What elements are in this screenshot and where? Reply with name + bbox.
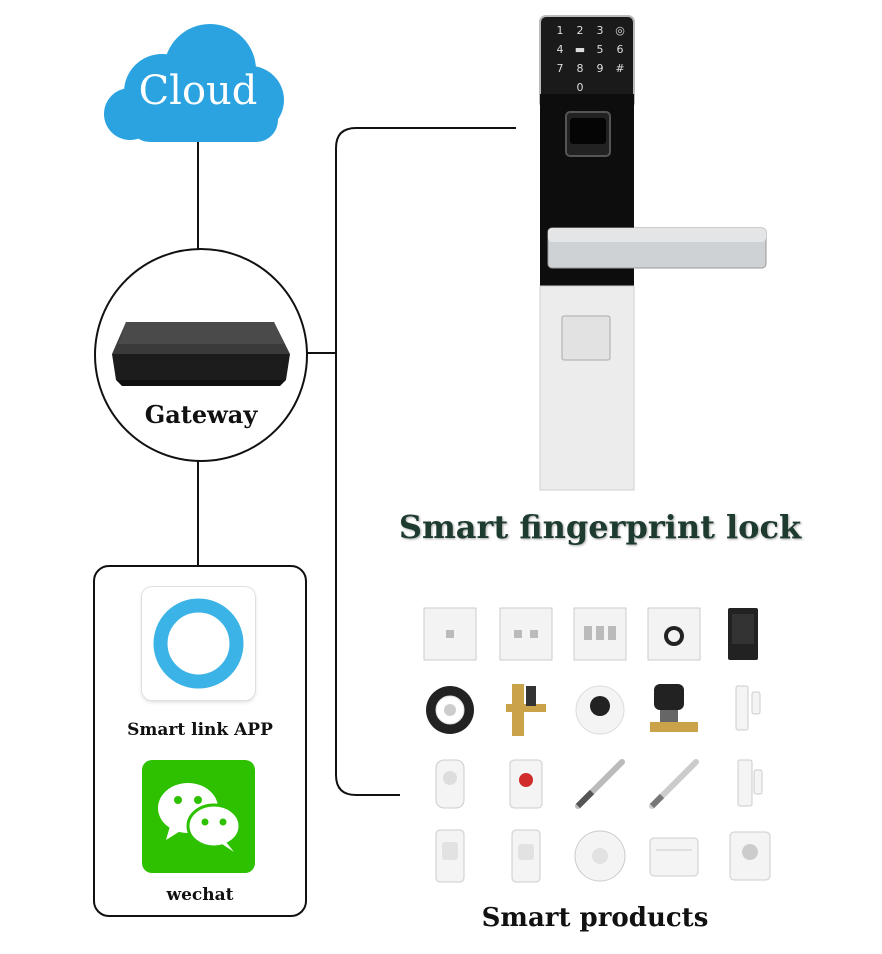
key[interactable]: 9 bbox=[596, 62, 604, 75]
key[interactable]: # bbox=[615, 62, 625, 75]
key-circle-icon[interactable]: ◎ bbox=[615, 24, 625, 37]
key[interactable]: 4 bbox=[556, 43, 564, 56]
smartlink-app-icon[interactable] bbox=[142, 587, 255, 700]
black-panel-icon bbox=[728, 608, 758, 660]
key[interactable]: 0 bbox=[576, 81, 584, 94]
window-opener-2-icon bbox=[649, 759, 699, 809]
window-sensor-icon bbox=[737, 759, 763, 807]
curtain-switch-icon bbox=[573, 607, 627, 661]
key[interactable]: 6 bbox=[616, 43, 624, 56]
key[interactable]: 7 bbox=[556, 62, 564, 75]
ring-icon bbox=[153, 598, 244, 689]
wall-switch-2-icon bbox=[499, 607, 553, 661]
cloud-label: Cloud bbox=[138, 68, 258, 114]
key[interactable]: 5 bbox=[596, 43, 604, 56]
wechat-label: wechat bbox=[166, 885, 234, 905]
pir-sensor-1-icon bbox=[435, 829, 465, 883]
pir-sensor-2-icon bbox=[511, 829, 541, 883]
lock-heading: Smart fingerprint lock bbox=[398, 508, 802, 546]
key[interactable]: 1 bbox=[556, 24, 564, 37]
window-opener-1-icon bbox=[575, 759, 625, 809]
key-dash-icon[interactable]: ▬ bbox=[574, 43, 586, 56]
products-heading: Smart products bbox=[481, 903, 709, 933]
cloud-icon bbox=[104, 24, 284, 142]
gateway-hub-icon bbox=[649, 837, 699, 877]
wechat-app-icon[interactable] bbox=[142, 760, 255, 873]
lock-branch-line bbox=[335, 127, 516, 353]
wall-socket-icon bbox=[647, 607, 701, 661]
key[interactable]: 2 bbox=[576, 24, 584, 37]
gas-detector-icon bbox=[729, 831, 771, 881]
valve-actuator-icon bbox=[650, 684, 698, 732]
chat-bubbles-icon bbox=[158, 783, 242, 852]
key[interactable]: 3 bbox=[596, 24, 604, 37]
smartlink-app-label: Smart link APP bbox=[127, 720, 273, 740]
gateway-device-icon bbox=[112, 322, 290, 386]
sos-button-icon bbox=[509, 759, 543, 809]
gateway-label: Gateway bbox=[144, 400, 258, 429]
smart-speaker-icon bbox=[575, 685, 625, 735]
wall-switch-1-icon bbox=[423, 607, 477, 661]
door-sensor-icon bbox=[735, 685, 761, 731]
gold-lock-icon bbox=[506, 684, 546, 736]
fingerprint-lock-icon bbox=[539, 15, 767, 491]
smart-plug-icon bbox=[435, 759, 465, 809]
products-branch-line bbox=[335, 353, 400, 796]
smoke-detector-icon bbox=[574, 830, 626, 882]
key[interactable]: 8 bbox=[576, 62, 584, 75]
keypad: 1 2 3 ◎ 4 ▬ 5 6 7 8 9 # 0 bbox=[550, 24, 630, 94]
led-strip-icon bbox=[426, 686, 474, 734]
